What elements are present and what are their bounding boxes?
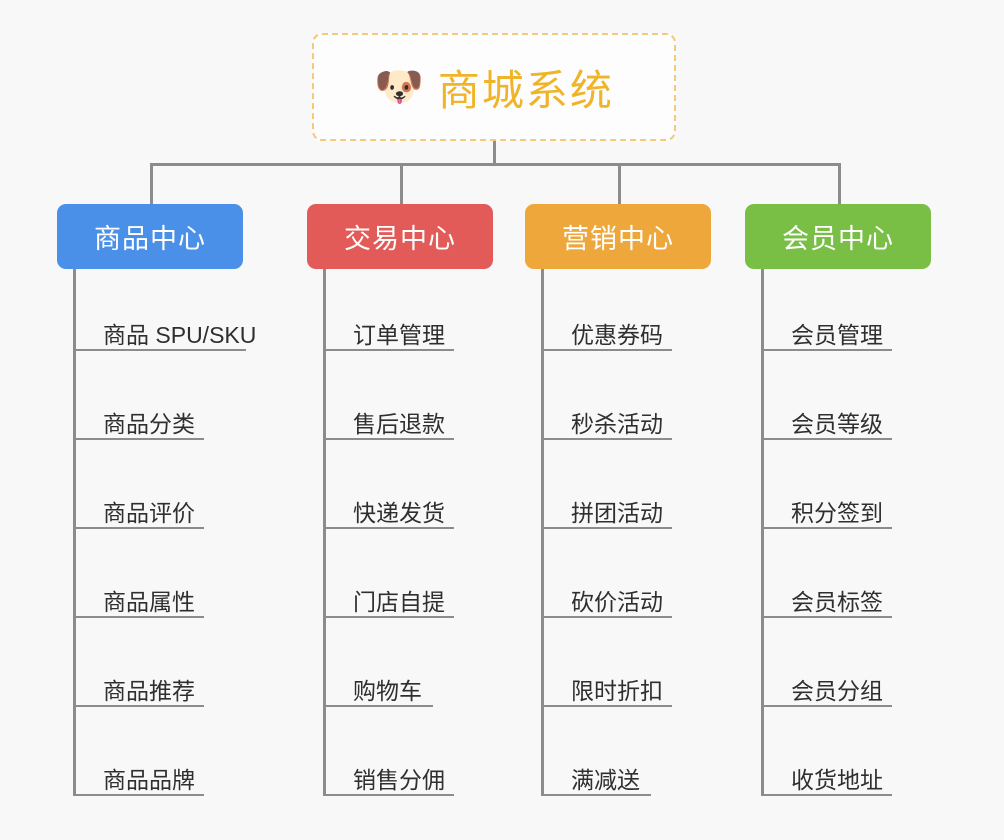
- leaf-item[interactable]: 商品评价: [73, 477, 204, 529]
- branch-header-3[interactable]: 营销中心: [525, 204, 711, 269]
- leaf-item-label: 收货地址: [791, 766, 883, 793]
- leaf-item[interactable]: 收货地址: [761, 744, 892, 796]
- leaf-item-label: 门店自提: [353, 588, 445, 615]
- leaf-item-label: 会员等级: [791, 410, 883, 437]
- leaf-item[interactable]: 砍价活动: [541, 566, 672, 618]
- leaf-item[interactable]: 快递发货: [323, 477, 454, 529]
- connector-drop-4: [838, 163, 841, 204]
- shiba-dog-face-icon: 🐶: [374, 65, 424, 109]
- leaf-item-label: 会员标签: [791, 588, 883, 615]
- leaf-item-label: 销售分佣: [353, 766, 445, 793]
- branch-header-label: 会员中心: [782, 224, 894, 254]
- leaf-item[interactable]: 商品分类: [73, 388, 204, 440]
- leaf-item-label: 商品属性: [103, 588, 195, 615]
- leaf-item-label: 售后退款: [353, 410, 445, 437]
- leaf-item-label: 订单管理: [353, 321, 445, 348]
- leaf-item-label: 拼团活动: [571, 499, 663, 526]
- branch-header-4[interactable]: 会员中心: [745, 204, 931, 269]
- leaf-item[interactable]: 商品品牌: [73, 744, 204, 796]
- leaf-item[interactable]: 购物车: [323, 655, 433, 707]
- leaf-item-label: 商品品牌: [103, 766, 195, 793]
- branch-trunk-1: [73, 269, 76, 796]
- leaf-item[interactable]: 优惠券码: [541, 299, 672, 351]
- leaf-item[interactable]: 售后退款: [323, 388, 454, 440]
- leaf-item-label: 砍价活动: [571, 588, 663, 615]
- leaf-item-label: 积分签到: [791, 499, 883, 526]
- leaf-item[interactable]: 商品推荐: [73, 655, 204, 707]
- leaf-item[interactable]: 拼团活动: [541, 477, 672, 529]
- connector-root-stem: [493, 141, 496, 166]
- root-title: 商城系统: [437, 66, 614, 114]
- leaf-item[interactable]: 满减送: [541, 744, 651, 796]
- leaf-item-label: 会员管理: [791, 321, 883, 348]
- branch-trunk-3: [541, 269, 544, 796]
- leaf-item-label: 商品分类: [103, 410, 195, 437]
- leaf-item[interactable]: 会员标签: [761, 566, 892, 618]
- branch-header-label: 商品中心: [94, 224, 206, 254]
- connector-horizontal-bus: [150, 163, 841, 166]
- leaf-item[interactable]: 会员等级: [761, 388, 892, 440]
- branch-header-label: 营销中心: [562, 224, 674, 254]
- branch-trunk-4: [761, 269, 764, 796]
- leaf-item[interactable]: 销售分佣: [323, 744, 454, 796]
- leaf-item[interactable]: 秒杀活动: [541, 388, 672, 440]
- leaf-item[interactable]: 会员管理: [761, 299, 892, 351]
- leaf-item-label: 会员分组: [791, 677, 883, 704]
- leaf-item-label: 优惠券码: [571, 321, 663, 348]
- leaf-item-label: 限时折扣: [571, 677, 663, 704]
- leaf-item[interactable]: 商品属性: [73, 566, 204, 618]
- leaf-item-label: 满减送: [571, 766, 640, 793]
- connector-drop-1: [150, 163, 153, 204]
- leaf-item-label: 商品评价: [103, 499, 195, 526]
- leaf-item-label: 快递发货: [353, 499, 445, 526]
- leaf-item[interactable]: 积分签到: [761, 477, 892, 529]
- branch-header-1[interactable]: 商品中心: [57, 204, 243, 269]
- branch-header-2[interactable]: 交易中心: [307, 204, 493, 269]
- leaf-item-label: 商品 SPU/SKU: [103, 321, 257, 348]
- connector-drop-3: [618, 163, 621, 204]
- leaf-item-label: 购物车: [353, 677, 422, 704]
- branch-trunk-2: [323, 269, 326, 796]
- leaf-item[interactable]: 门店自提: [323, 566, 454, 618]
- root-node[interactable]: 🐶 商城系统: [312, 33, 676, 141]
- leaf-item-label: 商品推荐: [103, 677, 195, 704]
- branch-header-label: 交易中心: [344, 224, 456, 254]
- leaf-item[interactable]: 商品 SPU/SKU: [73, 299, 256, 351]
- connector-drop-2: [400, 163, 403, 204]
- leaf-item[interactable]: 限时折扣: [541, 655, 672, 707]
- leaf-item-label: 秒杀活动: [571, 410, 663, 437]
- leaf-item[interactable]: 会员分组: [761, 655, 892, 707]
- leaf-item[interactable]: 订单管理: [323, 299, 454, 351]
